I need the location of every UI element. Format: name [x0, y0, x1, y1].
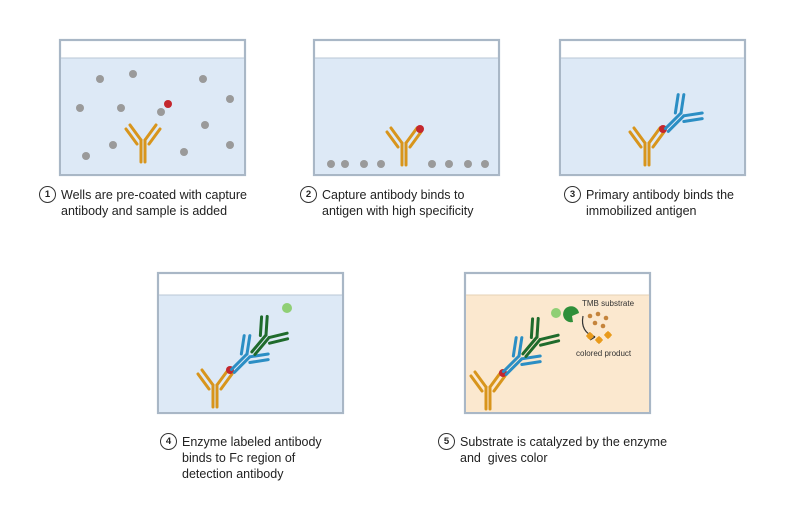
step-5-line-2: and gives color — [460, 451, 548, 465]
step-3-line-1: Primary antibody binds the — [586, 188, 734, 202]
tmb-substrate-label: TMB substrate — [582, 299, 635, 308]
well-2 — [312, 38, 501, 177]
step-number-badge: 5 — [438, 433, 455, 450]
step-number-badge: 4 — [160, 433, 177, 450]
enzyme — [551, 308, 561, 318]
antigen — [164, 100, 172, 108]
tmb-substrate-dots — [587, 311, 609, 329]
step-4-line-3: detection antibody — [182, 467, 284, 481]
sample-molecules — [76, 70, 234, 160]
antigen — [416, 125, 424, 133]
well-3 — [558, 38, 747, 177]
step-1-line-1: Wells are pre-coated with capture — [61, 188, 247, 202]
well-5: TMB substrate colored product — [463, 271, 652, 415]
step-number-badge: 1 — [39, 186, 56, 203]
colored-product-label: colored product — [576, 349, 632, 358]
enzyme — [282, 303, 292, 313]
step-4-caption: 4 Enzyme labeled antibody binds to Fc re… — [160, 433, 322, 482]
enzyme-pacman-icon — [563, 306, 579, 323]
step-number-badge: 3 — [564, 186, 581, 203]
step-5-caption: 5 Substrate is catalyzed by the enzyme a… — [438, 433, 668, 466]
step-number-badge: 2 — [300, 186, 317, 203]
well-4 — [156, 271, 345, 415]
step-5-line-1: Substrate is catalyzed by the enzyme — [460, 435, 668, 449]
step-4-line-2: binds to Fc region of — [182, 451, 296, 465]
step-3-line-2: immobilized antigen — [586, 204, 697, 218]
step-2-line-2: antigen with high specificity — [322, 204, 474, 218]
step-4-line-1: Enzyme labeled antibody — [182, 435, 322, 449]
step-2-caption: 2 Capture antibody binds to antigen with… — [300, 186, 474, 219]
colored-product-stars — [586, 331, 612, 344]
bound-molecules — [327, 160, 489, 168]
well-1 — [58, 38, 247, 177]
step-2-line-1: Capture antibody binds to — [322, 188, 465, 202]
step-3-caption: 3 Primary antibody binds the immobilized… — [564, 186, 734, 219]
step-1-line-2: antibody and sample is added — [61, 204, 228, 218]
step-1-caption: 1 Wells are pre-coated with capture anti… — [39, 186, 247, 219]
